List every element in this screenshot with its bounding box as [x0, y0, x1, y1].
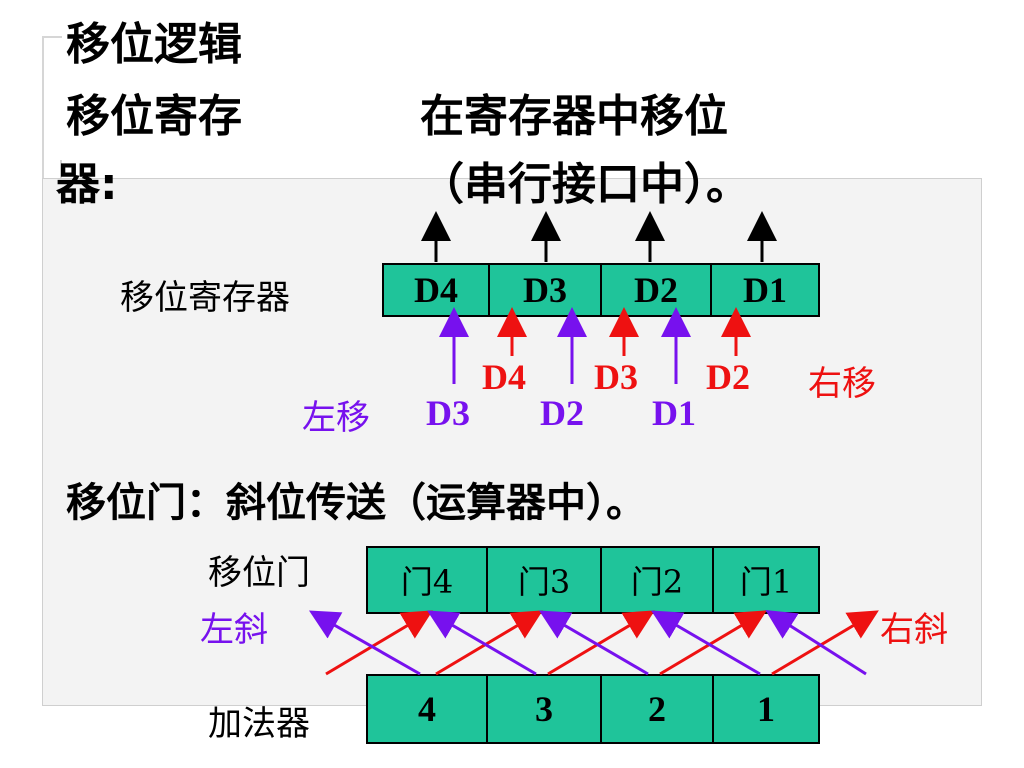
- left-diagonal-arrow: [427, 610, 537, 676]
- adder-cell: 3: [486, 676, 600, 742]
- right-diagonal-arrow: [659, 610, 767, 676]
- left-diagonal-arrow: [651, 610, 761, 676]
- shift-register-label: 移位寄存器: [120, 278, 290, 318]
- right-diagonal-arrow: [435, 610, 543, 676]
- right-shift-label: 右移: [808, 364, 876, 404]
- right-diagonal-label: 右斜: [880, 610, 948, 650]
- shift-register-cell: D1: [710, 265, 818, 315]
- title-line-3: 器:: [56, 159, 118, 210]
- adder-cell: 1: [712, 676, 818, 742]
- shift-register-cell: D4: [414, 270, 458, 310]
- gate-heading: 移位门：斜位传送（运算器中）。: [66, 480, 646, 526]
- adder-cell: 4: [418, 689, 436, 729]
- adder-label: 加法器: [208, 704, 310, 744]
- frame-line-top: [42, 36, 62, 38]
- left-shift-input-label: D2: [540, 393, 584, 433]
- gate-label: 移位门: [208, 553, 310, 593]
- title-line-2: 移位寄存: [66, 91, 242, 142]
- shift-gate-register: 门4 门3 门2 门1: [366, 546, 820, 614]
- gate-cell: 门3: [486, 548, 600, 612]
- shift-register-cell: D2: [600, 265, 710, 315]
- description-line-2: （串行接口中）。: [420, 159, 750, 210]
- right-shift-input-label: D3: [594, 357, 638, 397]
- gate-cell: 门4: [400, 563, 454, 601]
- description-line-1: 在寄存器中移位: [420, 91, 728, 142]
- adder-register: 4 3 2 1: [366, 674, 820, 744]
- right-shift-input-label: D2: [706, 357, 750, 397]
- right-shift-input-label: D4: [482, 357, 526, 397]
- left-shift-label: 左移: [302, 398, 370, 438]
- left-shift-input-label: D1: [652, 393, 696, 433]
- left-diagonal-arrow: [765, 609, 867, 676]
- left-diagonal-label: 左斜: [200, 610, 268, 650]
- right-diagonal-arrow: [771, 610, 879, 676]
- left-diagonal-arrow: [539, 610, 649, 676]
- left-shift-input-label: D3: [426, 393, 470, 433]
- right-diagonal-arrow: [547, 610, 655, 676]
- title-line-1: 移位逻辑: [66, 19, 242, 70]
- left-diagonal-arrow: [308, 610, 421, 676]
- adder-cell: 2: [600, 676, 712, 742]
- gate-cell: 门2: [600, 548, 712, 612]
- gate-cell: 门1: [712, 548, 818, 612]
- shift-register-cell: D3: [488, 265, 600, 315]
